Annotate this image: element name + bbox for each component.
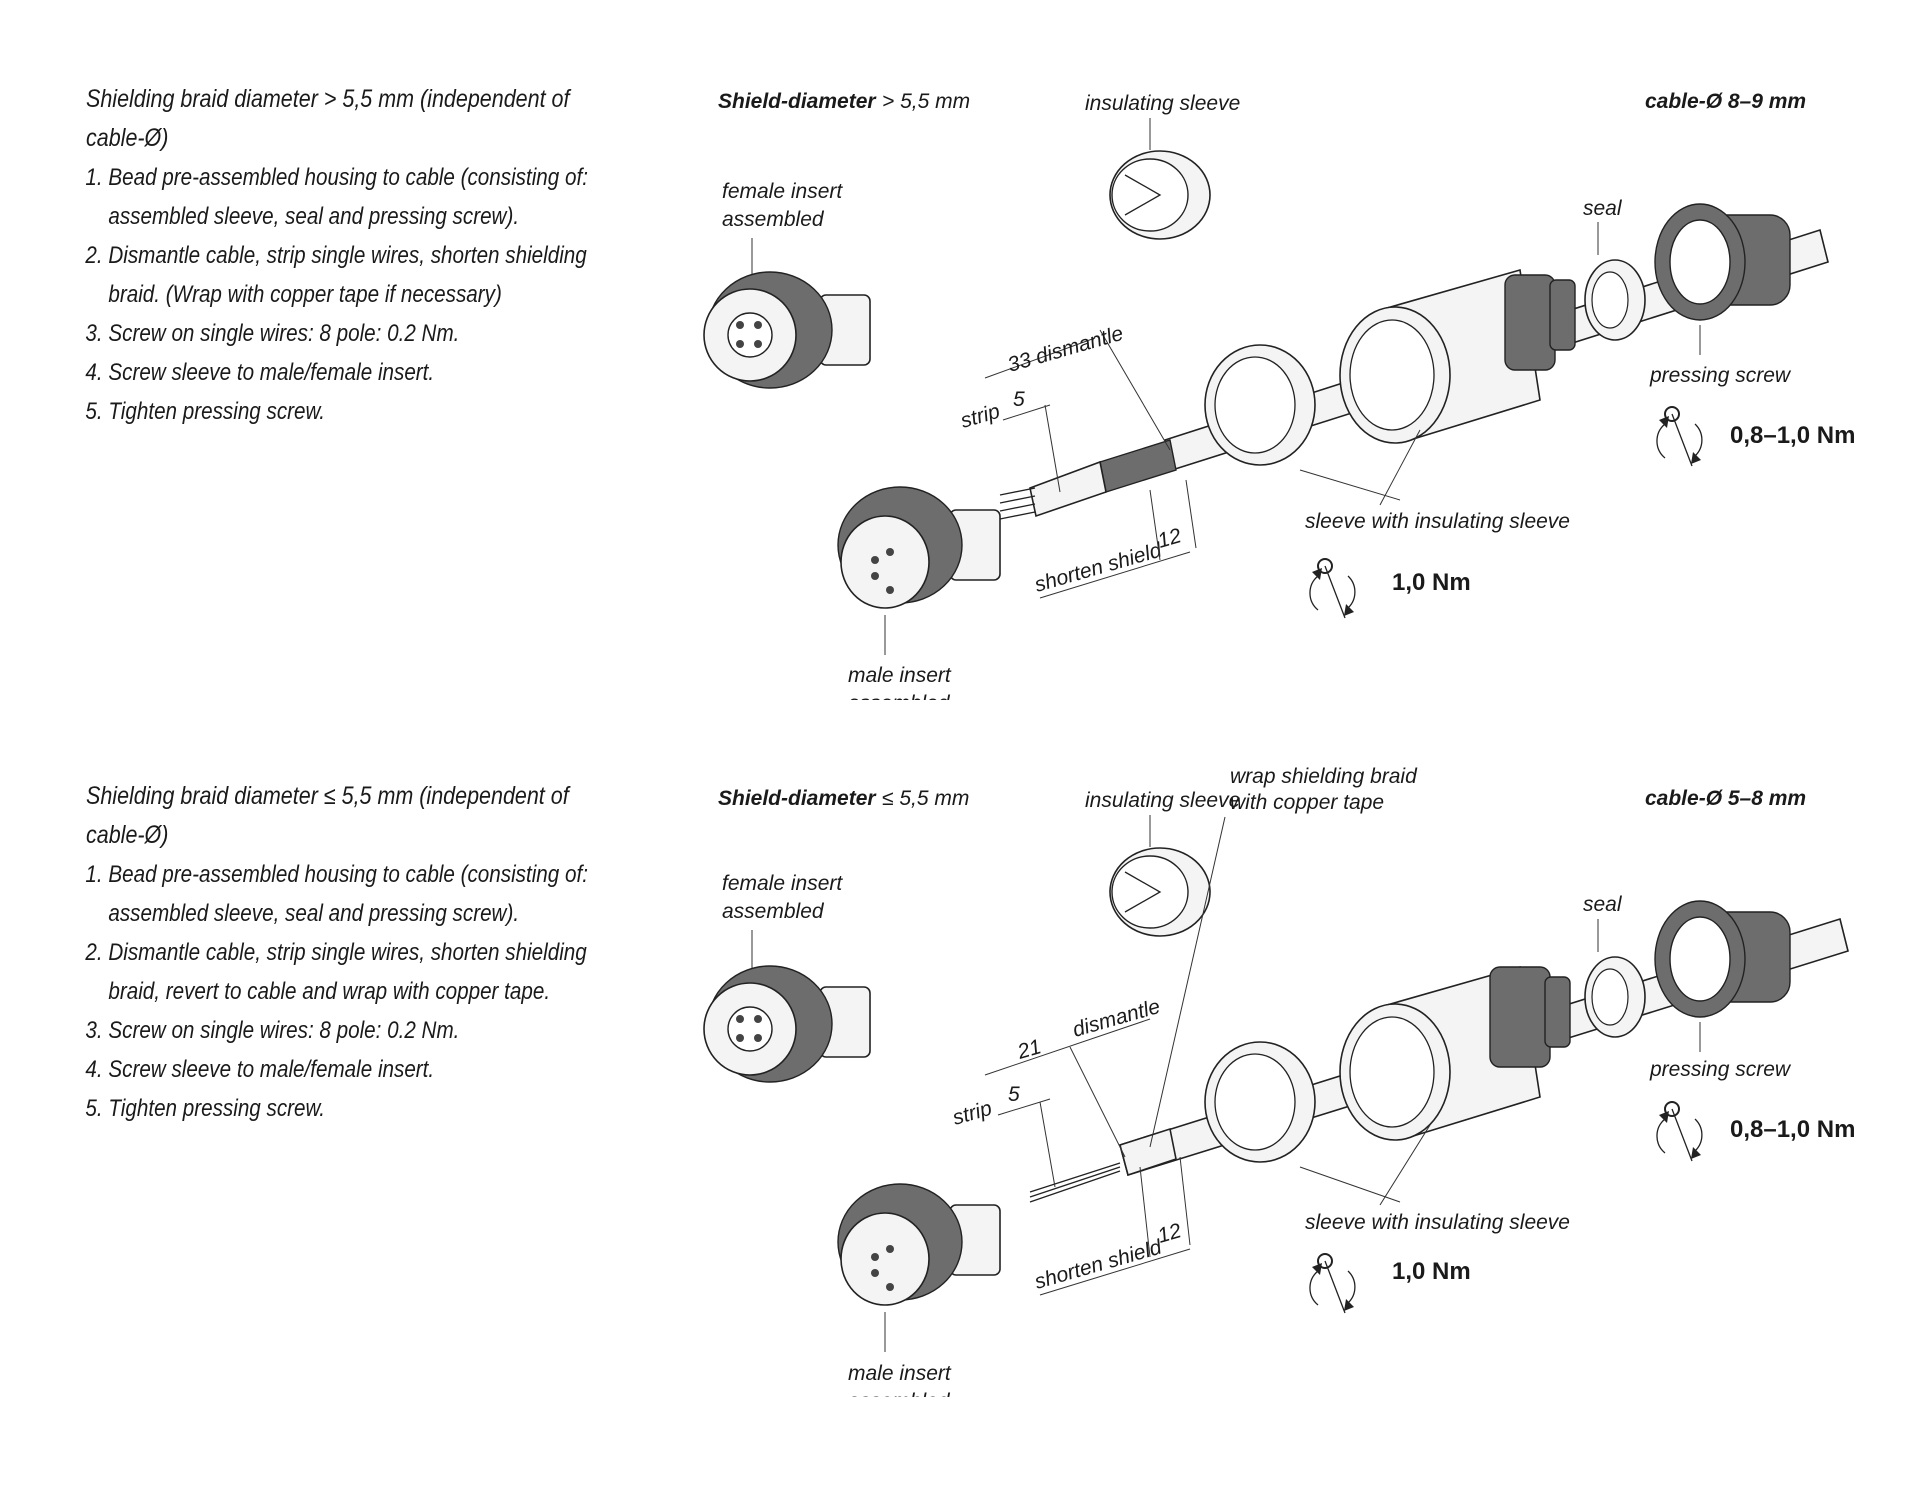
step-3: Screw on single wires: 8 pole: 0.2 Nm. <box>108 314 602 353</box>
pressing-torque-icon <box>1656 1101 1703 1162</box>
cable-diameter-label: cable-Ø 8–9 mm <box>1645 90 1806 113</box>
wrap-label-1: wrap shielding braid <box>1230 765 1418 788</box>
wrap-label-2: with copper tape <box>1230 791 1384 814</box>
sleeve-label: sleeve with insulating sleeve <box>1305 510 1570 533</box>
panel-heading: Shielding braid diameter ≤ 5,5 mm (indep… <box>86 782 569 849</box>
sleeve-ring <box>1204 344 1316 466</box>
shield-diameter-label: Shield-diameter <box>718 787 877 810</box>
male-insert-label-2: assembled <box>848 1390 951 1397</box>
instructions: Shielding braid diameter ≤ 5,5 mm (indep… <box>86 777 602 1128</box>
dismantle-dim-label: 33 dismantle <box>1005 322 1126 377</box>
instructions: Shielding braid diameter > 5,5 mm (indep… <box>86 80 602 431</box>
male-insert-label-1: male insert <box>848 1362 952 1385</box>
step-1: Bead pre-assembled housing to cable (con… <box>108 158 602 236</box>
sleeve-body <box>1339 965 1571 1141</box>
step-1: Bead pre-assembled housing to cable (con… <box>108 855 602 933</box>
assembly-diagram: Shield-diameter ≤ 5,5 mm cable-Ø 5–8 mm … <box>703 765 1855 1397</box>
sleeve-label: sleeve with insulating sleeve <box>1305 1211 1570 1234</box>
dismantle-dimension: 33 dismantle <box>984 322 1171 451</box>
female-insert <box>703 271 871 389</box>
shield-diameter-value: ≤ 5,5 mm <box>882 787 969 810</box>
sleeve-torque-value: 1,0 Nm <box>1392 569 1471 596</box>
female-insert <box>703 965 871 1083</box>
pressing-torque-icon <box>1656 406 1703 467</box>
insulating-sleeve-label: insulating sleeve <box>1085 92 1240 115</box>
step-2: Dismantle cable, strip single wires, sho… <box>108 236 602 314</box>
strip-dim-value: 5 <box>1013 388 1025 411</box>
male-insert <box>837 1183 1001 1306</box>
seal-label: seal <box>1583 197 1623 220</box>
sleeve-leader-1 <box>1299 469 1401 501</box>
strip-dim-value: 5 <box>1008 1083 1020 1106</box>
steps-list: Bead pre-assembled housing to cable (con… <box>86 855 602 1128</box>
sleeve-ring <box>1204 1041 1316 1163</box>
seal <box>1584 956 1646 1038</box>
shorten-shield-value: 12 <box>1155 524 1184 553</box>
assembly-panel-small-shield: Shielding braid diameter ≤ 5,5 mm (indep… <box>0 697 1920 1397</box>
male-insert <box>837 486 1001 609</box>
shorten-shield-label: shorten shield <box>1032 538 1165 597</box>
cable-diameter-label: cable-Ø 5–8 mm <box>1645 787 1806 810</box>
male-insert-label-1: male insert <box>848 664 952 687</box>
sleeve-body <box>1339 268 1576 444</box>
seal <box>1584 259 1646 341</box>
seal-label: seal <box>1583 893 1623 916</box>
pressing-screw-label: pressing screw <box>1649 1058 1792 1081</box>
strip-label: strip <box>958 400 1002 433</box>
step-4: Screw sleeve to male/female insert. <box>108 353 602 392</box>
sleeve-torque-value: 1,0 Nm <box>1392 1258 1471 1285</box>
male-insert-label-2: assembled <box>848 692 951 700</box>
shorten-shield-value: 12 <box>1155 1219 1184 1248</box>
steps-list: Bead pre-assembled housing to cable (con… <box>86 158 602 431</box>
strip-dimension: strip 5 <box>950 1083 1056 1188</box>
pressing-screw <box>1654 203 1791 321</box>
pressing-torque-value: 0,8–1,0 Nm <box>1730 1116 1855 1143</box>
female-insert-label-2: assembled <box>722 900 825 923</box>
step-2: Dismantle cable, strip single wires, sho… <box>108 933 602 1011</box>
step-4: Screw sleeve to male/female insert. <box>108 1050 602 1089</box>
pressing-screw-label: pressing screw <box>1649 364 1792 387</box>
panel-heading: Shielding braid diameter > 5,5 mm (indep… <box>86 85 570 152</box>
sleeve-torque-icon <box>1309 558 1356 619</box>
female-insert-label-1: female insert <box>722 180 843 203</box>
step-3: Screw on single wires: 8 pole: 0.2 Nm. <box>108 1011 602 1050</box>
insulating-sleeve-label: insulating sleeve <box>1085 789 1240 812</box>
step-5: Tighten pressing screw. <box>108 1089 602 1128</box>
strip-dimension: strip 5 <box>958 388 1061 493</box>
wrap-leader <box>1149 816 1226 1148</box>
shorten-shield-dimension: shorten shield 12 <box>1032 1156 1191 1296</box>
pressing-screw <box>1654 900 1791 1018</box>
assembly-diagram: Shield-diameter > 5,5 mm cable-Ø 8–9 mm … <box>703 90 1855 700</box>
sleeve-torque-icon <box>1309 1253 1356 1314</box>
pressing-torque-value: 0,8–1,0 Nm <box>1730 422 1855 449</box>
shield-diameter-label: Shield-diameter <box>718 90 877 113</box>
shorten-shield-label: shorten shield <box>1032 1235 1165 1294</box>
step-5: Tighten pressing screw. <box>108 392 602 431</box>
assembly-panel-large-shield: Shielding braid diameter > 5,5 mm (indep… <box>0 0 1920 700</box>
shield-diameter-value: > 5,5 mm <box>882 90 970 113</box>
sleeve-leader-2 <box>1379 429 1421 506</box>
dismantle-dimension: 21 dismantle <box>984 995 1163 1158</box>
dismantle-dim-label: dismantle <box>1070 995 1163 1042</box>
sleeve-leader-2 <box>1379 1124 1431 1206</box>
female-insert-label-1: female insert <box>722 872 843 895</box>
female-insert-label-2: assembled <box>722 208 825 231</box>
insulating-sleeve <box>1109 847 1211 937</box>
sleeve-leader-1 <box>1299 1166 1401 1203</box>
insulating-sleeve <box>1109 150 1211 240</box>
strip-label: strip <box>950 1097 994 1130</box>
